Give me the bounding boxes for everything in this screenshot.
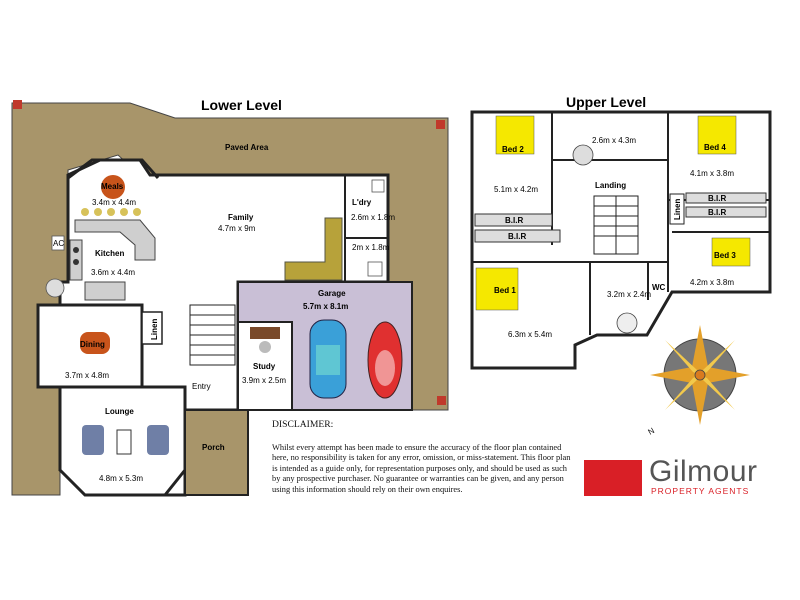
linen-label: Linen <box>150 319 159 340</box>
armchair-icon <box>147 425 169 455</box>
family-sofa <box>284 217 343 281</box>
ac-label: AC <box>53 239 64 248</box>
ensuite-size: 3.2m x 2.4m <box>607 290 651 299</box>
meals-label: Meals <box>101 182 124 191</box>
porch-label: Porch <box>202 443 225 452</box>
disclaimer-heading: DISCLAIMER: <box>272 419 334 430</box>
family-size: 4.7m x 9m <box>218 224 256 233</box>
north-label: N <box>647 426 657 437</box>
porch-area <box>184 409 249 496</box>
bed3-icon <box>711 237 751 267</box>
bed1-label: Bed 1 <box>494 286 516 295</box>
landing-label: Landing <box>595 181 626 190</box>
bed2-size: 5.1m x 4.2m <box>494 185 538 194</box>
family-label: Family <box>228 213 254 222</box>
water-tank-icon <box>45 278 65 298</box>
bir-label: B.I.R <box>505 216 523 225</box>
lower-level-title: Lower Level <box>201 97 282 113</box>
disclaimer: DISCLAIMER: Whilst every attempt has bee… <box>272 419 572 496</box>
disclaimer-body: Whilst every attempt has been made to en… <box>272 442 571 494</box>
bed4-icon <box>697 115 737 155</box>
blue-car-icon <box>309 319 347 399</box>
basin-icon <box>367 261 383 277</box>
desk-icon <box>250 327 280 339</box>
wc-label: WC <box>652 283 666 292</box>
bed2-label: Bed 2 <box>502 145 524 154</box>
kitchen-label: Kitchen <box>95 249 124 258</box>
bath-size: 2m x 1.8m <box>352 243 390 252</box>
downpipe-icon <box>437 396 446 405</box>
upper-level-title: Upper Level <box>566 94 646 110</box>
shower-icon <box>616 312 638 334</box>
dining-room <box>36 303 144 389</box>
garage-size: 5.7m x 8.1m <box>303 302 348 311</box>
laundry-label: L'dry <box>352 198 372 207</box>
logo-red-block <box>584 460 642 496</box>
meals-table-icon <box>101 175 125 199</box>
entry-label: Entry <box>192 382 211 391</box>
lounge-size: 4.8m x 5.3m <box>99 474 143 483</box>
upper-bath-size: 2.6m x 4.3m <box>592 136 636 145</box>
armchair-icon <box>82 425 104 455</box>
study-size: 3.9m x 2.5m <box>242 376 286 385</box>
lounge-label: Lounge <box>105 407 134 416</box>
compass-icon <box>650 325 750 425</box>
bir-label: B.I.R <box>708 194 726 203</box>
laundry-size: 2.6m x 1.8m <box>351 213 395 222</box>
bed1-icon <box>475 267 519 311</box>
paved-area-label: Paved Area <box>225 143 269 152</box>
pantry-bench <box>84 281 126 301</box>
gilmour-logo: Gilmour PROPERTY AGENTS <box>584 455 774 500</box>
bed1-size: 6.3m x 5.4m <box>508 330 552 339</box>
bir-label: B.I.R <box>508 232 526 241</box>
logo-name: Gilmour <box>649 455 758 488</box>
bed3-size: 4.2m x 3.8m <box>690 278 734 287</box>
meals-size: 3.4m x 4.4m <box>92 198 136 207</box>
tub-icon <box>371 179 385 193</box>
stairs-icon <box>189 304 236 366</box>
downpipe-icon <box>436 120 445 129</box>
logo-subtitle: PROPERTY AGENTS <box>651 486 750 496</box>
bed4-label: Bed 4 <box>704 143 726 152</box>
study-label: Study <box>253 362 276 371</box>
bath-spa-icon <box>572 144 594 166</box>
dining-table-icon <box>80 332 110 354</box>
kitchen-size: 3.6m x 4.4m <box>91 268 135 277</box>
kitchen-bench <box>74 219 156 261</box>
downpipe-icon <box>13 100 22 109</box>
upper-linen-label: Linen <box>673 199 682 220</box>
bed4-size: 4.1m x 3.8m <box>690 169 734 178</box>
upper-outline <box>470 110 772 370</box>
dining-size: 3.7m x 4.8m <box>65 371 109 380</box>
bed3-label: Bed 3 <box>714 251 736 260</box>
dining-label: Dining <box>80 340 105 349</box>
upper-stairs-icon <box>593 195 639 255</box>
bir-label: B.I.R <box>708 208 726 217</box>
bed2-icon <box>495 115 535 155</box>
garage-label: Garage <box>318 289 346 298</box>
chairs-icon <box>81 208 141 216</box>
